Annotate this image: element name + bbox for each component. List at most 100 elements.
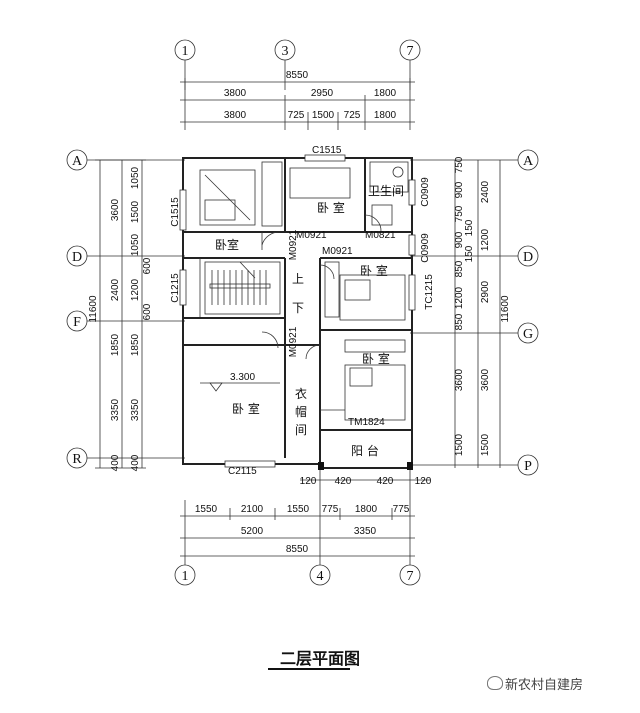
dim-top-r1-0: 3800 (224, 88, 247, 99)
dim-top-r2-0: 3800 (224, 110, 247, 121)
room-label-cloak-2: 帽 (295, 404, 307, 419)
room-labels: 卧室 卧 室 卫生间 卧 室 卧 室 卧 室 衣 帽 间 阳 台 (215, 184, 404, 458)
label-m0921-b: M0921 (296, 230, 327, 241)
dim-left-outer-2: 1850 (110, 333, 121, 356)
room-label-bedroom-e: 卧 室 (360, 263, 388, 278)
dim-right-inner-7: 1200 (454, 286, 465, 309)
label-c2115: C2115 (228, 466, 257, 477)
dim-right-inner-5: 150 (464, 245, 475, 262)
dim-left-total: 11600 (88, 295, 99, 323)
dim-left-inner-2: 1050 (130, 233, 141, 256)
axis-label-right-p: P (524, 459, 532, 474)
dim-right-inner-0: 750 (454, 156, 465, 173)
dim-right-mid-2: 2900 (480, 280, 491, 303)
room-label-cloak-1: 衣 (295, 386, 307, 401)
label-c0909-a: C0909 (420, 177, 431, 207)
dim-bottom-r2-3: 775 (322, 504, 339, 515)
axis-label-bottom-7: 7 (407, 569, 414, 584)
dim-bottom-r3-1: 3350 (354, 526, 377, 537)
drawing-title: 二层平面图 (279, 649, 360, 668)
elevation-marker: 3.300 (200, 372, 280, 392)
stair-up-label: 上 (292, 272, 304, 286)
window-c1215-left (179, 269, 187, 306)
room-label-bedroom-se: 卧 室 (362, 351, 390, 366)
elevation-label: 3.300 (230, 372, 255, 383)
window-c0909-b (408, 234, 416, 256)
doors (261, 214, 382, 411)
dim-top-r1-2: 1800 (374, 88, 397, 99)
axis-label-top-1: 1 (182, 44, 189, 59)
bottom-dimensions: 120 420 420 120 1550 2100 1550 775 1800 … (180, 470, 432, 565)
label-m0921-a: M0921 (288, 229, 299, 260)
dim-bottom-r2-5: 775 (393, 504, 410, 515)
axis-label-left-r: R (72, 452, 82, 467)
wechat-logo-icon (487, 676, 503, 690)
window-c1215-right (408, 274, 416, 311)
dim-right-inner-1: 900 (454, 181, 465, 198)
axis-label-bottom-1: 1 (182, 569, 189, 584)
label-m0921-c: M0921 (322, 246, 353, 257)
axis-label-right-g: G (523, 327, 533, 342)
windows (179, 154, 416, 470)
dim-bottom-total: 8550 (286, 544, 309, 555)
dim-right-inner-3: 150 (464, 219, 475, 236)
dim-left-inner-4: 1200 (130, 278, 141, 301)
dim-bottom-r2-1: 2100 (241, 504, 264, 515)
dim-bottom-r2-2: 1550 (287, 504, 310, 515)
label-m0821: M0821 (365, 230, 396, 241)
window-c2115 (224, 460, 276, 468)
room-label-bedroom-nw: 卧室 (215, 237, 239, 252)
watermark-text: 新农村自建房 (505, 678, 584, 693)
dim-bottom-r1-2: 420 (377, 476, 394, 487)
axis-label-bottom-4: 4 (317, 569, 324, 584)
axis-label-right-a: A (523, 154, 534, 169)
axis-label-top-7: 7 (407, 44, 414, 59)
room-label-bathroom: 卫生间 (368, 184, 404, 198)
dim-right-total: 11600 (500, 295, 511, 323)
dim-top-r2-1: 725 (288, 110, 305, 121)
dim-right-inner-2: 750 (454, 205, 465, 222)
label-tc1215: TC1215 (424, 274, 435, 310)
window-c1515-left (179, 189, 187, 231)
dim-bottom-r1-1: 420 (335, 476, 352, 487)
dim-right-inner-10: 1500 (454, 433, 465, 456)
opening-labels: C1515 C1515 C1215 TC1215 C0909 C0909 M09… (170, 145, 435, 477)
dim-left-inner-5: 600 (142, 303, 153, 320)
dim-left-outer-3: 3350 (110, 398, 121, 421)
top-dimensions: 8550 3800 2950 1800 3800 725 1500 725 18… (180, 70, 415, 130)
dim-left-inner-0: 1050 (130, 166, 141, 189)
label-tm1824: TM1824 (348, 417, 385, 428)
dim-bottom-r2-4: 1800 (355, 504, 378, 515)
window-c0909-a (408, 179, 416, 206)
dim-right-mid-0: 2400 (480, 180, 491, 203)
left-axis-bubbles: A D F R (66, 149, 185, 469)
dim-right-mid-4: 1500 (480, 433, 491, 456)
top-axis-bubbles: 1 3 7 (174, 39, 421, 90)
label-m0921-d: M0921 (288, 326, 299, 357)
axis-label-left-d: D (72, 250, 82, 265)
dim-top-total: 8550 (286, 70, 309, 81)
dim-bottom-r1-3: 120 (415, 476, 432, 487)
right-dimensions: 750 900 750 150 900 150 850 1200 850 360… (454, 156, 511, 468)
room-label-bedroom-n: 卧 室 (317, 200, 345, 215)
dim-bottom-r2-0: 1550 (195, 504, 218, 515)
right-axis-bubbles: A D G P (410, 149, 539, 476)
dim-left-outer-4: 400 (110, 454, 121, 471)
dim-left-outer-1: 2400 (110, 278, 121, 301)
room-label-cloak-3: 间 (295, 423, 307, 437)
dim-right-inner-8: 850 (454, 313, 465, 330)
interior-walls (183, 158, 412, 458)
dim-right-inner-6: 850 (454, 260, 465, 277)
dim-top-r2-3: 725 (344, 110, 361, 121)
room-label-bedroom-sw: 卧 室 (232, 401, 260, 416)
dim-left-inner-1: 1500 (130, 200, 141, 223)
label-c1515-top: C1515 (312, 145, 342, 156)
stair-down-label: 下 (292, 301, 304, 315)
axis-label-top-3: 3 (282, 44, 289, 59)
dim-left-inner-8: 400 (130, 454, 141, 471)
room-label-balcony: 阳 台 (351, 443, 379, 458)
dim-top-r1-1: 2950 (311, 88, 334, 99)
dim-right-mid-3: 3600 (480, 368, 491, 391)
label-c1215-left: C1215 (170, 273, 181, 303)
